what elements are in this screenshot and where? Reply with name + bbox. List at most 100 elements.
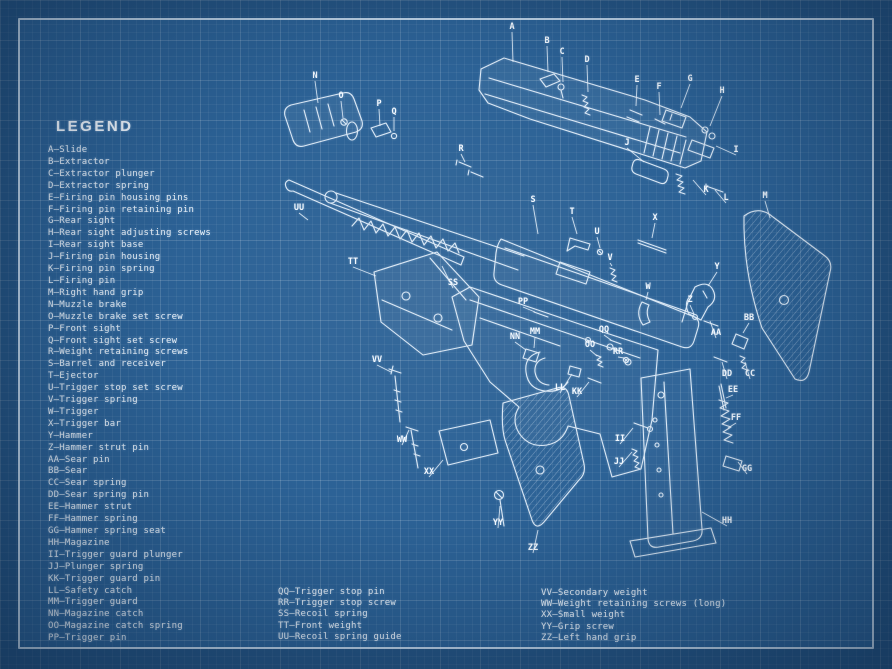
part-callout-b: B bbox=[544, 36, 549, 46]
legend-item: L—Firing pin bbox=[48, 275, 116, 286]
callout-leader-line bbox=[737, 461, 748, 475]
legend-item: F—Firing pin retaining pin bbox=[48, 204, 195, 215]
legend-item: S—Barrel and receiver bbox=[48, 359, 166, 370]
part-callout-rr: RR bbox=[613, 347, 624, 357]
callout-leader-line bbox=[721, 361, 728, 380]
part-callout-o: O bbox=[338, 91, 343, 101]
part-callout-yy: YY bbox=[493, 518, 504, 528]
callout-leader-line bbox=[533, 336, 536, 349]
legend-title: LEGEND bbox=[56, 118, 134, 135]
legend-item: LL—Safety catch bbox=[48, 585, 133, 596]
legend-item: V—Trigger spring bbox=[48, 395, 138, 406]
part-callout-v: V bbox=[607, 253, 612, 263]
callout-leader-line bbox=[511, 31, 514, 63]
callout-leader-line bbox=[352, 266, 377, 277]
part-callout-hh: HH bbox=[722, 516, 732, 526]
callout-leader-line bbox=[378, 108, 381, 127]
legend-item: X—Trigger bar bbox=[48, 418, 122, 429]
part-callout-x: X bbox=[652, 213, 657, 223]
legend-item: P—Front sight bbox=[48, 323, 122, 334]
callout-leader-line bbox=[626, 147, 645, 163]
legend-item: SS—Recoil spring bbox=[278, 609, 368, 620]
callout-leader-line bbox=[532, 529, 539, 554]
legend-item: KK—Trigger guard pin bbox=[48, 573, 161, 584]
part-callout-d: D bbox=[584, 55, 589, 65]
legend-item: MM—Trigger guard bbox=[48, 597, 138, 608]
legend-item: Y—Hammer bbox=[48, 430, 93, 441]
part-callout-w: W bbox=[645, 282, 651, 292]
part-callout-cc: CC bbox=[745, 369, 755, 379]
part-callout-kk: KK bbox=[572, 387, 583, 397]
legend-item: ZZ—Left hand grip bbox=[541, 632, 637, 643]
legend-item: QQ—Trigger stop pin bbox=[278, 587, 385, 597]
legend-item: DD—Sear spring pin bbox=[48, 490, 150, 501]
legend-item: C—Extractor plunger bbox=[48, 168, 155, 179]
legend-item: II—Trigger guard plunger bbox=[48, 549, 183, 560]
legend-item: FF—Hammer spring bbox=[48, 514, 138, 525]
callout-leader-line bbox=[689, 304, 695, 315]
legend-item: JJ—Plunger spring bbox=[48, 561, 144, 572]
part-callout-oo: OO bbox=[585, 340, 595, 350]
legend-item: B—Extractor bbox=[48, 156, 110, 167]
callout-leader-line bbox=[609, 262, 613, 267]
part-callout-jj: JJ bbox=[614, 457, 624, 467]
callout-leader-line bbox=[603, 334, 612, 341]
part-callout-bb: BB bbox=[744, 313, 754, 323]
part-callout-y: Y bbox=[714, 262, 720, 272]
callout-leader-line bbox=[298, 212, 309, 221]
part-callout-l: L bbox=[723, 193, 728, 203]
part-callout-qq: QQ bbox=[599, 325, 609, 335]
callout-leader-line bbox=[340, 100, 344, 119]
callout-leader-line bbox=[715, 145, 737, 156]
callout-leader-line bbox=[589, 349, 598, 357]
legend-item: CC—Sear spring bbox=[48, 478, 127, 489]
part-callout-s: S bbox=[530, 195, 535, 205]
callout-leader-line bbox=[725, 394, 734, 399]
callout-leader-line bbox=[635, 84, 638, 107]
callout-leader-line bbox=[497, 505, 501, 529]
legend-item: A—Slide bbox=[48, 145, 88, 155]
part-callout-f: F bbox=[656, 82, 661, 92]
part-callout-h: H bbox=[719, 86, 724, 96]
callout-leader-line bbox=[522, 306, 536, 313]
part-callout-e: E bbox=[634, 75, 639, 85]
legend-item: TT—Front weight bbox=[278, 620, 363, 631]
legend-item: WW—Weight retaining screws (long) bbox=[541, 599, 727, 610]
part-callout-ee: EE bbox=[728, 385, 738, 395]
part-callout-gg: GG bbox=[742, 464, 752, 474]
legend-item: Z—Hammer strut pin bbox=[48, 442, 150, 453]
legend-item: PP—Trigger pin bbox=[48, 633, 127, 644]
part-callout-tt: TT bbox=[348, 257, 358, 267]
legend-item: G—Rear sight bbox=[48, 216, 116, 227]
part-callout-xx: XX bbox=[424, 467, 434, 477]
callout-leader-line bbox=[617, 356, 625, 359]
part-callout-i: I bbox=[733, 145, 738, 155]
part-callout-dd: DD bbox=[722, 369, 732, 379]
part-callout-c: C bbox=[559, 47, 564, 57]
callout-leader-line bbox=[314, 80, 319, 104]
legend-item: NN—Magazine catch bbox=[48, 609, 144, 620]
legend-item: HH—Magazine bbox=[48, 537, 110, 548]
part-callout-ll: LL bbox=[555, 383, 565, 393]
legend-item: K—Firing pin spring bbox=[48, 264, 155, 275]
callout-leader-line bbox=[561, 56, 564, 83]
part-callout-zz: ZZ bbox=[528, 543, 538, 553]
legend-item: D—Extractor spring bbox=[48, 180, 150, 191]
diagram-linework bbox=[284, 57, 832, 558]
legend-item: EE—Hammer strut bbox=[48, 502, 133, 513]
callout-leader-line bbox=[619, 427, 634, 445]
legend-item: O—Muzzle brake set screw bbox=[48, 311, 183, 322]
legend-item: RR—Trigger stop screw bbox=[278, 598, 396, 609]
part-callout-j: J bbox=[624, 138, 629, 148]
legend-item: XX—Small weight bbox=[541, 610, 626, 621]
callout-leader-line bbox=[571, 216, 578, 235]
callout-leader-line bbox=[376, 364, 392, 373]
legend-item: Q—Front sight set screw bbox=[48, 335, 178, 346]
callout-leader-line bbox=[618, 451, 633, 468]
callout-leader-line bbox=[709, 320, 717, 339]
part-callout-r: R bbox=[458, 144, 464, 154]
